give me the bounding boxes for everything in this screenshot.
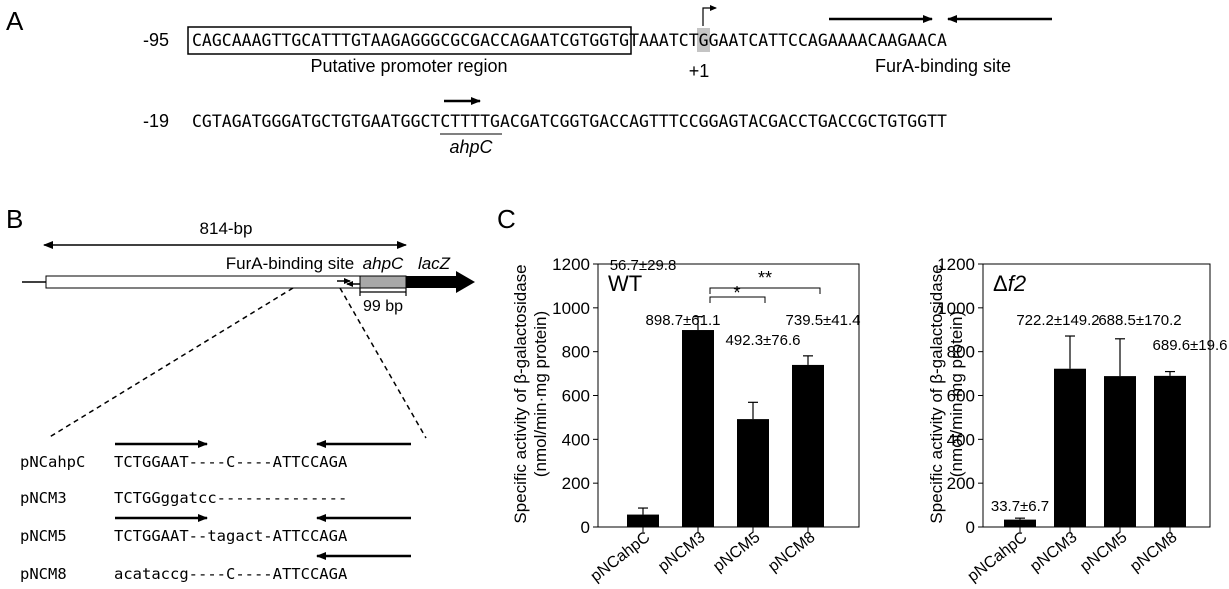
bar xyxy=(627,514,659,527)
bp99-label: 99 bp xyxy=(363,298,403,315)
value-label: 56.7±29.8 xyxy=(610,257,677,274)
value-label: 739.5±41.4 xyxy=(786,312,861,329)
tss-arrow xyxy=(702,5,717,26)
construct-list: pNCahpC TCTGGAAT----C----ATTCCAGA pNCM3 … xyxy=(20,453,348,583)
tss-highlight xyxy=(697,28,710,52)
y-axis-label-1-wt: Specific activity of β-galactosidase xyxy=(511,264,530,523)
y-tick-label: 200 xyxy=(947,474,975,493)
construct-name: pNCM5 xyxy=(20,527,67,545)
construct-row: pNCM8 acataccg----C----ATTCCAGA xyxy=(20,565,348,583)
x-tick-label: pNCM5 xyxy=(1077,529,1130,576)
x-tick-label: pNCahpC xyxy=(965,529,1031,586)
value-label: 33.7±6.7 xyxy=(991,498,1049,515)
sequence-line-2: CGTAGATGGGATGCTGTGAATGGCTCTTTTGACGATCGGT… xyxy=(192,112,947,131)
y-axis-label-1-df2: Specific activity of β-galactosidase xyxy=(927,264,946,523)
sig-single-star: * xyxy=(733,283,740,303)
construct-sequence: TCTGGggatcc-------------- xyxy=(114,489,347,507)
y-tick-label: 0 xyxy=(581,518,590,537)
wt-chart: 0 200 400 600 800 1000 1200 pNCahpC 56.7±29.8 pNC… xyxy=(552,255,860,585)
line2-position: -19 xyxy=(143,111,169,131)
y-tick-label: 200 xyxy=(562,474,590,493)
line2-pre-sequence: CGTAGATGGGATGCTGTGA xyxy=(192,112,381,131)
line1-position: -95 xyxy=(143,30,169,50)
bar xyxy=(1004,519,1036,527)
zoom-dashed-left xyxy=(47,287,294,439)
construct-sequence: acataccg----C----ATTCCAGA xyxy=(114,565,348,583)
zoom-dashed-right xyxy=(339,287,427,439)
pre-tss-sequence: GAATC xyxy=(520,31,570,50)
x-tick-label: pNCM3 xyxy=(1027,529,1080,576)
chart-title: Δf2 xyxy=(993,271,1026,296)
construct-sequence: TCTGGAAT--tagact-ATTCCAGA xyxy=(114,527,348,545)
panel-c-label: C xyxy=(497,204,516,234)
construct-name: pNCM3 xyxy=(20,489,67,507)
df2-chart: 0 200 400 600 800 1000 1200 pNCahpC 33.7±6.7 pNCM… xyxy=(937,255,1227,585)
x-tick-label: pNCahpC xyxy=(588,529,654,586)
bar xyxy=(1154,375,1186,527)
value-label: 898.7±61.1 xyxy=(646,312,721,329)
sig-bracket-m3-m5 xyxy=(709,296,766,303)
fura-label-b: FurA-binding site xyxy=(226,254,355,273)
tss-base: G xyxy=(570,31,580,50)
construct-row: pNCahpC TCTGGAAT----C----ATTCCAGA xyxy=(20,453,348,471)
y-tick-label: 1000 xyxy=(937,299,975,318)
lacz-arrow xyxy=(406,271,475,293)
tss-label: +1 xyxy=(689,61,710,81)
post-tss-sequence: TGGTGTAAATCTGGAATCATTCCAGAAAACAAGAACA xyxy=(579,31,947,50)
construct-row: pNCM3 TCTGGggatcc-------------- xyxy=(20,489,347,507)
y-axis-label-2-df2: (nmol/min·mg protein) xyxy=(947,311,966,477)
fura-label: FurA-binding site xyxy=(875,56,1011,76)
y-tick-label: 0 xyxy=(966,518,975,537)
y-tick-label: 400 xyxy=(947,430,975,449)
y-tick-label: 1000 xyxy=(552,299,590,318)
construct-name: pNCahpC xyxy=(20,453,85,471)
y-tick-label: 800 xyxy=(562,343,590,362)
y-axis-label-2-wt: (nmol/min·mg protein) xyxy=(531,311,550,477)
bar xyxy=(682,330,714,527)
bar xyxy=(1104,376,1136,527)
x-tick-label: pNCM5 xyxy=(710,529,763,576)
panel-a-label: A xyxy=(6,6,24,36)
ahpc-label-b: ahpC xyxy=(363,254,404,273)
value-label: 689.6±19.6 xyxy=(1153,337,1228,354)
line2-post-sequence: GCTCTTTTGACGATCGGTGACCAGTTTCCGGAGTACGACC… xyxy=(411,112,947,131)
y-tick-label: 600 xyxy=(947,387,975,406)
construct-row: pNCM5 TCTGGAAT--tagact-ATTCCAGA xyxy=(20,527,348,545)
sig-bracket-m3-m8 xyxy=(709,287,821,294)
x-tick-label: pNCM8 xyxy=(765,529,818,576)
bar xyxy=(792,364,824,527)
x-tick-label: pNCM8 xyxy=(1127,529,1180,576)
y-tick-label: 600 xyxy=(562,387,590,406)
sequence-line-1: CAGCAAAGTTGCATTTGTAAGAGGGCGCGACCAGAATCGT… xyxy=(192,31,947,50)
y-tick-label: 1200 xyxy=(552,255,590,274)
construct-name: pNCM8 xyxy=(20,565,67,583)
chart-title: WT xyxy=(608,271,642,296)
promoter-sequence: CAGCAAAGTTGCATTTGTAAGAGGGCGCGACCA xyxy=(192,31,520,50)
value-label: 688.5±170.2 xyxy=(1098,312,1181,329)
promoter-label: Putative promoter region xyxy=(310,56,507,76)
promoter-box xyxy=(187,26,632,55)
start-codon: ATG xyxy=(381,112,411,131)
y-tick-label: 800 xyxy=(947,343,975,362)
bar xyxy=(737,419,769,527)
bar xyxy=(1054,368,1086,527)
sig-double-star: ** xyxy=(758,268,772,288)
panel-b-label: B xyxy=(6,204,23,234)
x-tick-label: pNCM3 xyxy=(655,529,708,576)
construct-sequence: TCTGGAAT----C----ATTCCAGA xyxy=(114,453,348,471)
ahpc-label-a: ahpC xyxy=(449,137,493,157)
ahpc-fragment xyxy=(359,275,407,289)
y-tick-label: 1200 xyxy=(937,255,975,274)
lacz-label: lacZ xyxy=(418,254,451,273)
promoter-fragment xyxy=(45,275,361,289)
length-label: 814-bp xyxy=(200,219,253,238)
value-label: 492.3±76.6 xyxy=(726,332,801,349)
value-label: 722.2±149.2 xyxy=(1016,312,1099,329)
y-tick-label: 400 xyxy=(562,430,590,449)
